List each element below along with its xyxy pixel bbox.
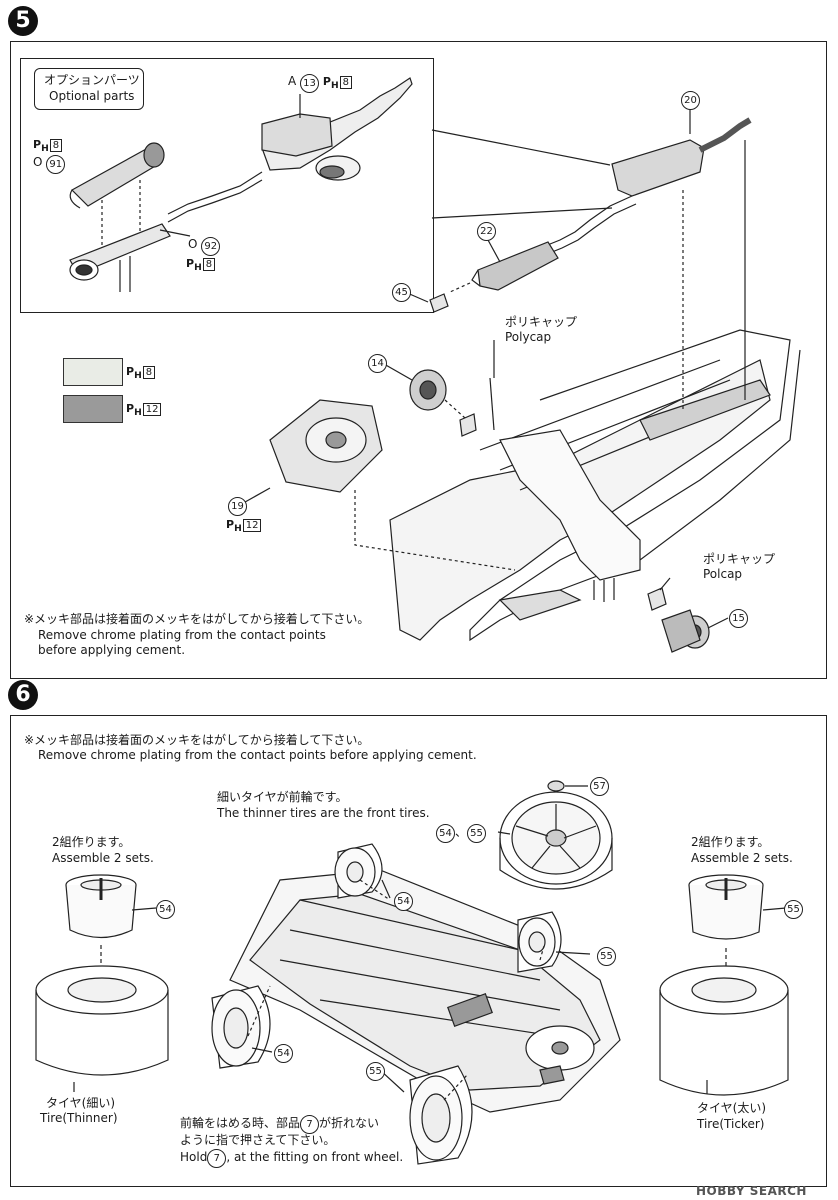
step-5-note-en-2: before applying cement. (38, 643, 186, 657)
swatch-ph12 (63, 395, 123, 423)
tire-thick-en: Tire(Ticker) (697, 1117, 765, 1131)
part-55-rear-top-label: 55 (597, 947, 616, 966)
step-5-note-jp: ※メッキ部品は接着面のメッキをはがしてから接着して下さい。 (24, 612, 370, 626)
hold-jp-text-2: が折れない (319, 1116, 380, 1130)
part-91-prefix: O (33, 155, 43, 169)
left-assemble-en: Assemble 2 sets. (52, 851, 154, 865)
ph-letter: P (126, 365, 135, 378)
right-assemble-en: Assemble 2 sets. (691, 851, 793, 865)
ph-letter: P (226, 518, 235, 531)
ph-mark: PH (186, 257, 202, 274)
swatch-ph8 (63, 358, 123, 386)
polycap-top-jp: ポリキャップ (505, 315, 578, 329)
part-57-label: 57 (590, 777, 609, 796)
step-6-number: 6 (8, 680, 38, 710)
ph-mark: PH (126, 402, 142, 419)
paint-box-8: 8 (339, 76, 352, 89)
step-5-number: 5 (8, 6, 38, 36)
part-92-label: O 92 (188, 236, 221, 256)
part-22-label: 22 (477, 222, 496, 241)
ph-letter: P (33, 138, 42, 151)
ph-letter: P (186, 257, 195, 270)
hold-en-text-2: , at the fitting on front wheel. (226, 1150, 404, 1164)
part-7-number: 7 (207, 1149, 227, 1168)
part-54-55-label: 54、55 (436, 824, 487, 843)
part-54-number: 54 (436, 824, 455, 843)
ph-sub: H (194, 262, 202, 274)
part-91-number: 91 (46, 155, 66, 174)
optional-parts-label-box (34, 68, 144, 110)
paint-box-8: 8 (202, 258, 216, 271)
ph-mark: PH (322, 75, 339, 92)
part-20-label: 20 (681, 91, 700, 110)
part-55-rear-bottom-label: 55 (366, 1062, 385, 1081)
step-5-note-en-1: Remove chrome plating from the contact p… (38, 628, 326, 642)
part-92-prefix: O (188, 237, 198, 251)
hobby-search-watermark: HOBBY SEARCH (696, 1184, 807, 1198)
part-54-front-top-label: 54 (394, 892, 413, 911)
paint-box-8: 8 (142, 366, 156, 379)
front-tires-en: The thinner tires are the front tires. (217, 806, 430, 820)
right-assemble-jp: 2組作ります。 (691, 835, 770, 849)
polycap-top-en: Polycap (505, 330, 552, 344)
hold-jp-text-1: 前輪をはめる時、部品 (180, 1116, 301, 1130)
part-7-number: 7 (300, 1115, 320, 1134)
step-6-note-en: Remove chrome plating from the contact p… (38, 748, 477, 762)
paint-box-12: 12 (142, 403, 162, 416)
paint-box-8: 8 (49, 139, 63, 152)
part-15-label: 15 (729, 609, 748, 628)
ph-sub: H (134, 407, 142, 419)
part-19-label: 19 (228, 497, 247, 516)
part-92-number: 92 (201, 237, 221, 256)
front-tires-jp: 細いタイヤが前輪です。 (217, 790, 348, 804)
ph-sub: H (134, 370, 142, 382)
part-91-label: O 91 (33, 154, 66, 174)
part-13-number: 13 (300, 74, 320, 93)
part-54-55-separator: 、 (455, 825, 468, 839)
hold-note-jp-2: ように指で押さえて下さい。 (180, 1133, 336, 1147)
part-13-prefix: A (288, 74, 297, 88)
optional-parts-en: Optional parts (49, 89, 135, 103)
part-14-label: 14 (368, 354, 387, 373)
ph-mark: PH (226, 518, 242, 535)
tire-thin-jp: タイヤ(細い) (46, 1096, 116, 1110)
ph-mark: PH (126, 365, 142, 382)
tire-thin-en: Tire(Thinner) (40, 1111, 118, 1125)
paint-box-12: 12 (242, 519, 262, 532)
part-54-left-label: 54 (156, 900, 175, 919)
left-assemble-jp: 2組作ります。 (52, 835, 131, 849)
hold-en-text-1: Hold (180, 1150, 208, 1164)
ph-letter: P (126, 402, 135, 415)
ph-sub: H (330, 80, 339, 92)
ph-sub: H (41, 143, 49, 155)
ph-mark: PH (33, 138, 49, 155)
part-55-right-label: 55 (784, 900, 803, 919)
part-55-number: 55 (467, 824, 487, 843)
step-6-note-jp: ※メッキ部品は接着面のメッキをはがしてから接着して下さい。 (24, 733, 370, 747)
part-54-front-bottom-label: 54 (274, 1044, 293, 1063)
polycap-bottom-en: Polcap (703, 567, 743, 581)
part-45-label: 45 (392, 283, 411, 302)
ph-sub: H (234, 523, 242, 535)
ph-letter: P (322, 75, 331, 88)
optional-parts-jp: オプションパーツ (44, 73, 140, 87)
tire-thick-jp: タイヤ(太い) (697, 1101, 767, 1115)
polycap-bottom-jp: ポリキャップ (703, 552, 776, 566)
